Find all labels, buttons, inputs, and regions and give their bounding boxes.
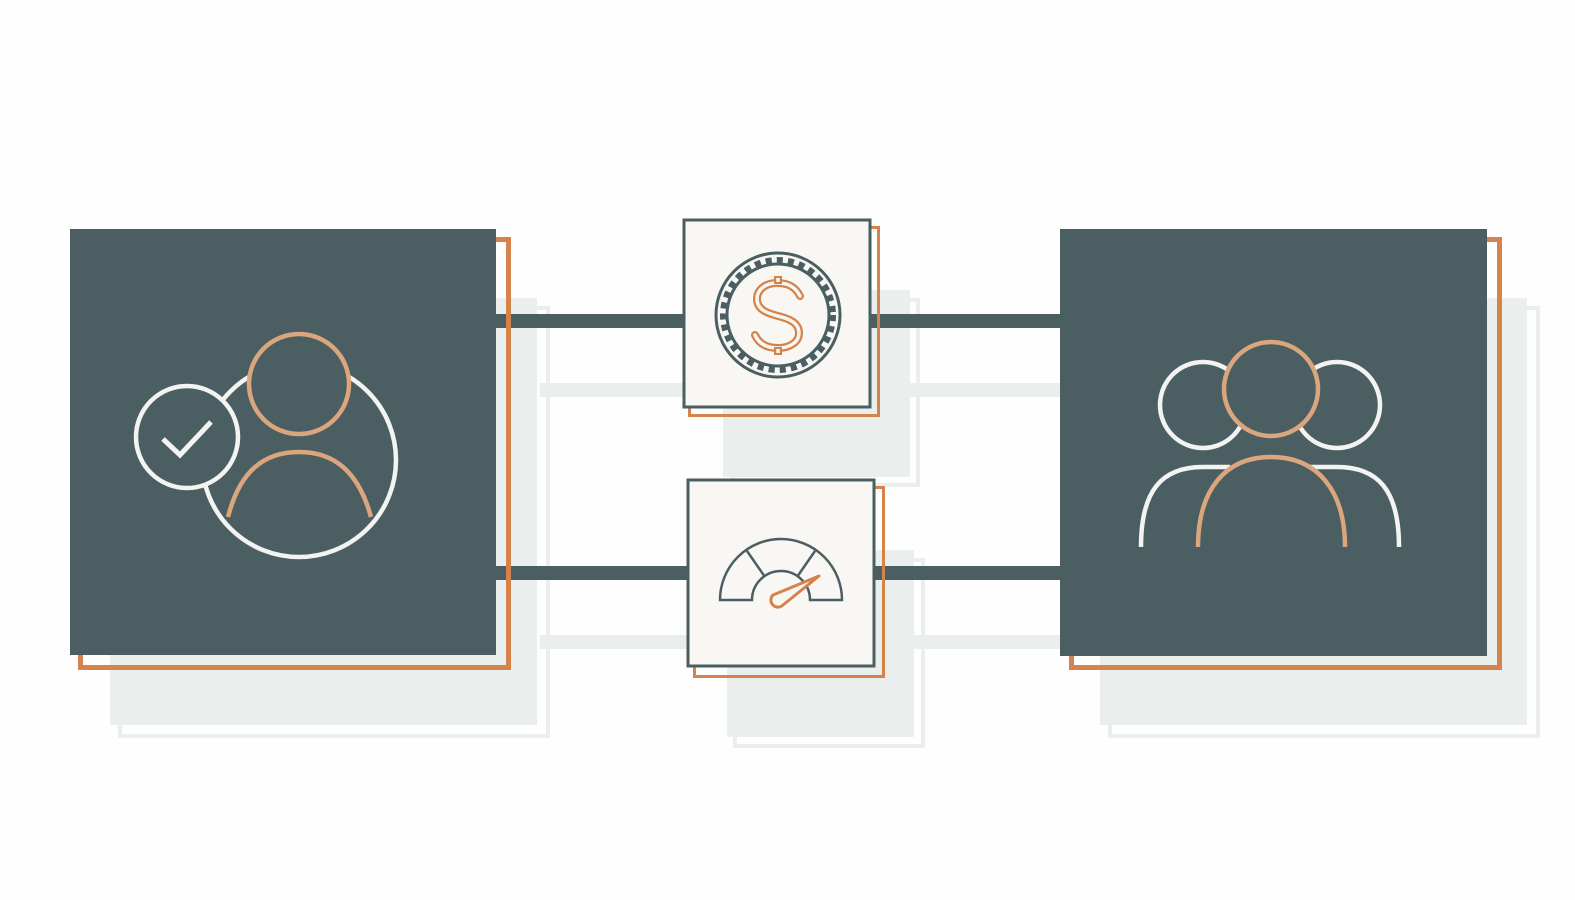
dollar-coin-icon xyxy=(714,251,842,379)
speedometer-gauge-icon xyxy=(718,537,844,609)
tile-background xyxy=(70,229,496,655)
verified-user-icon xyxy=(133,331,399,560)
tile-background xyxy=(1060,229,1487,656)
tile-performance xyxy=(686,478,885,678)
tile-payment xyxy=(682,218,880,417)
tile-user-group xyxy=(1060,229,1502,670)
tile-background xyxy=(686,478,876,668)
tile-verified-user xyxy=(70,229,511,670)
user-group-icon xyxy=(1138,339,1402,548)
